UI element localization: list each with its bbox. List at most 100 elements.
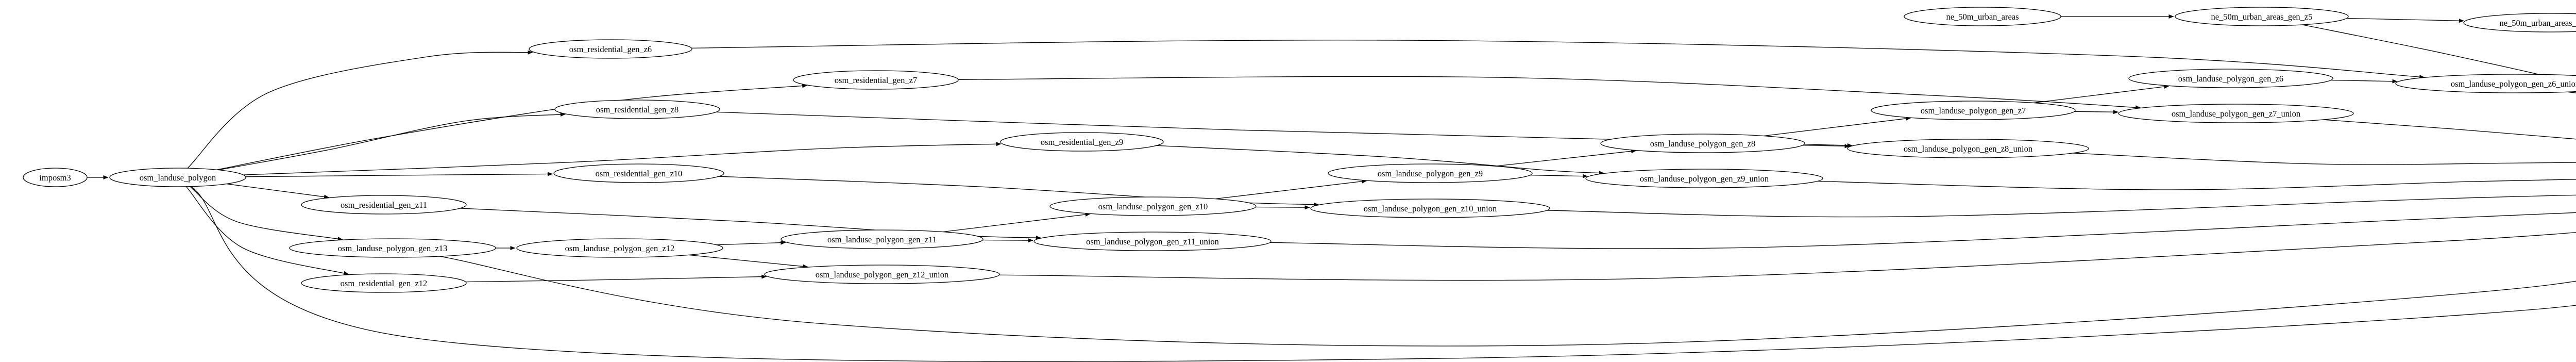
node-osm_landuse_polygon_gen_z9_union: osm_landuse_polygon_gen_z9_union bbox=[1585, 169, 1823, 188]
node-label: osm_landuse_polygon_gen_z8_union bbox=[1904, 144, 2032, 154]
edge-osm_landuse_polygon-to-osm_residential_gen_z10 bbox=[245, 172, 553, 177]
node-ellipse bbox=[554, 100, 720, 119]
edge-osm_landuse_polygon-to-osm_residential_gen_z6 bbox=[187, 50, 533, 169]
edge-osm_landuse_polygon_gen_z11-to-osm_landuse_polygon_gen_z10 bbox=[943, 212, 1091, 233]
edge-osm_landuse_polygon_gen_z10_union-to-layer_landuse-z10 bbox=[1547, 194, 2576, 218]
edge-osm_landuse_polygon_gen_z10-to-osm_landuse_polygon_gen_z9 bbox=[1215, 179, 1367, 200]
node-ne_50m_urban_areas: ne_50m_urban_areas bbox=[1904, 7, 2061, 26]
edge-osm_residential_gen_z10-to-osm_landuse_polygon_gen_z10_union bbox=[719, 176, 1319, 207]
node-label: osm_residential_gen_z7 bbox=[835, 75, 917, 85]
node-label: osm_landuse_polygon_gen_z10 bbox=[1098, 202, 1208, 211]
edge-osm_landuse_polygon-to-layer_landuse-z14+ bbox=[191, 186, 2576, 362]
node-label: osm_landuse_polygon_gen_z13 bbox=[338, 243, 448, 253]
node-label: osm_landuse_polygon_gen_z12_union bbox=[816, 270, 948, 279]
node-osm_residential_gen_z12: osm_residential_gen_z12 bbox=[301, 273, 467, 293]
node-ellipse bbox=[1049, 196, 1257, 216]
node-imposm3: imposm3 bbox=[23, 168, 88, 187]
edge-osm_residential_gen_z6-to-osm_landuse_polygon_gen_z6_union bbox=[691, 40, 2425, 79]
edge-ne_50m_urban_areas_gen_z5-to-ne_50m_urban_areas_gen_z4 bbox=[2346, 18, 2464, 23]
edge-osm_landuse_polygon_gen_z12_union-to-layer_landuse-z12 bbox=[999, 232, 2576, 281]
edge-osm_landuse_polygon_gen_z6-to-osm_landuse_polygon_gen_z6_union bbox=[2331, 79, 2398, 84]
edge-osm_landuse_polygon_gen_z9-to-osm_landuse_polygon_gen_z9_union bbox=[1530, 174, 1588, 178]
node-ellipse bbox=[1000, 132, 1164, 152]
node-ellipse bbox=[2128, 69, 2333, 88]
edge-osm_residential_gen_z7-to-osm_landuse_polygon_gen_z7_union bbox=[958, 76, 2141, 110]
edge-osm_landuse_polygon_gen_z7_union-to-layer_landuse-z7 bbox=[2323, 119, 2576, 140]
node-label: osm_landuse_polygon_gen_z6_union bbox=[2451, 79, 2576, 89]
node-osm_landuse_polygon_gen_z8: osm_landuse_polygon_gen_z8 bbox=[1600, 134, 1805, 153]
node-label: osm_residential_gen_z8 bbox=[596, 105, 679, 114]
node-osm_residential_gen_z8: osm_residential_gen_z8 bbox=[554, 100, 720, 119]
node-ellipse bbox=[1847, 139, 2089, 158]
node-osm_landuse_polygon_gen_z11: osm_landuse_polygon_gen_z11 bbox=[781, 229, 984, 249]
node-osm_residential_gen_z11: osm_residential_gen_z11 bbox=[301, 195, 467, 215]
node-label: ne_50m_urban_areas_gen_z4 bbox=[2499, 18, 2576, 28]
edge-osm_landuse_polygon-to-osm_residential_gen_z8 bbox=[218, 112, 566, 171]
node-osm_residential_gen_z10: osm_residential_gen_z10 bbox=[553, 163, 724, 183]
edge-osm_landuse_polygon_gen_z7-to-osm_landuse_polygon_gen_z6 bbox=[2033, 85, 2170, 104]
edge-osm_residential_gen_z9-to-osm_landuse_polygon_gen_z9_union bbox=[1156, 145, 1604, 175]
node-label: osm_landuse_polygon bbox=[140, 173, 216, 183]
node-label: osm_landuse_polygon_gen_z9 bbox=[1378, 169, 1483, 178]
node-ellipse bbox=[553, 163, 724, 183]
edge-osm_landuse_polygon_gen_z9-to-osm_landuse_polygon_gen_z8 bbox=[1495, 149, 1637, 167]
edge-osm_landuse_polygon_gen_z7-to-osm_landuse_polygon_gen_z7_union bbox=[2074, 110, 2119, 114]
edge-osm_landuse_polygon-to-osm_residential_gen_z11 bbox=[226, 183, 329, 199]
node-label: osm_landuse_polygon_gen_z11_union bbox=[1086, 237, 1219, 246]
node-osm_landuse_polygon_gen_z7: osm_landuse_polygon_gen_z7 bbox=[1871, 101, 2076, 120]
node-ellipse bbox=[301, 273, 467, 293]
node-ellipse bbox=[1904, 7, 2061, 26]
node-osm_landuse_polygon_gen_z10: osm_landuse_polygon_gen_z10 bbox=[1049, 196, 1257, 216]
node-ellipse bbox=[1871, 101, 2076, 120]
node-osm_landuse_polygon_gen_z8_union: osm_landuse_polygon_gen_z8_union bbox=[1847, 139, 2089, 158]
node-osm_residential_gen_z6: osm_residential_gen_z6 bbox=[529, 39, 692, 59]
node-osm_landuse_polygon_gen_z12: osm_landuse_polygon_gen_z12 bbox=[516, 238, 723, 258]
node-label: ne_50m_urban_areas bbox=[1946, 12, 2019, 22]
node-label: osm_landuse_polygon_gen_z6 bbox=[2178, 74, 2283, 84]
node-ellipse bbox=[109, 168, 246, 187]
node-ellipse bbox=[1328, 163, 1533, 183]
node-label: osm_landuse_polygon_gen_z11 bbox=[827, 235, 937, 244]
node-label: osm_landuse_polygon_gen_z7 bbox=[1921, 106, 2026, 116]
node-ellipse bbox=[781, 229, 984, 249]
edge-osm_landuse_polygon-to-osm_residential_gen_z7 bbox=[216, 84, 808, 170]
node-osm_landuse_polygon_gen_z10_union: osm_landuse_polygon_gen_z10_union bbox=[1310, 199, 1550, 218]
node-osm_landuse_polygon_gen_z9: osm_landuse_polygon_gen_z9 bbox=[1328, 163, 1533, 183]
node-label: osm_residential_gen_z9 bbox=[1041, 137, 1123, 147]
node-ellipse bbox=[1033, 232, 1272, 251]
node-ellipse bbox=[529, 39, 692, 59]
node-ellipse bbox=[1600, 134, 1805, 153]
edge-osm_landuse_polygon_gen_z8-to-osm_landuse_polygon_gen_z8_union bbox=[1802, 144, 1850, 149]
node-label: osm_residential_gen_z10 bbox=[596, 169, 683, 178]
node-osm_landuse_polygon_gen_z6: osm_landuse_polygon_gen_z6 bbox=[2128, 69, 2333, 88]
edge-osm_landuse_polygon_gen_z8-to-osm_landuse_polygon_gen_z7 bbox=[1764, 116, 1911, 137]
node-ellipse bbox=[1585, 169, 1823, 188]
edge-osm_landuse_polygon_gen_z6_union-to-layer_landuse-z6 bbox=[2567, 91, 2576, 93]
node-ellipse bbox=[289, 238, 496, 258]
node-ellipse bbox=[2118, 104, 2354, 123]
node-label: osm_landuse_polygon_gen_z8 bbox=[1650, 139, 1755, 149]
node-osm_landuse_polygon_gen_z13: osm_landuse_polygon_gen_z13 bbox=[289, 238, 496, 258]
node-ellipse bbox=[23, 168, 88, 187]
edge-osm_landuse_polygon_gen_z11_union-to-layer_landuse-z11 bbox=[1270, 212, 2576, 249]
edge-osm_landuse_polygon-to-osm_landuse_polygon_gen_z13 bbox=[190, 186, 343, 241]
node-label: osm_residential_gen_z11 bbox=[341, 200, 427, 210]
edge-osm_landuse_polygon_gen_z13-to-layer_landuse-z13 bbox=[439, 256, 2576, 347]
edge-osm_residential_gen_z12-to-osm_landuse_polygon_gen_z12_union bbox=[465, 274, 767, 283]
node-ellipse bbox=[2395, 74, 2576, 93]
edge-osm_residential_gen_z11-to-osm_landuse_polygon_gen_z11_union bbox=[460, 208, 1041, 240]
node-ellipse bbox=[301, 195, 467, 215]
node-ellipse bbox=[516, 238, 723, 258]
node-ne_50m_urban_areas_gen_z4: ne_50m_urban_areas_gen_z4 bbox=[2463, 13, 2576, 32]
node-osm_landuse_polygon_gen_z12_union: osm_landuse_polygon_gen_z12_union bbox=[764, 265, 1000, 284]
edge-osm_landuse_polygon_gen_z9_union-to-layer_landuse-z9 bbox=[1817, 178, 2576, 190]
edge-osm_landuse_polygon-to-osm_residential_gen_z9 bbox=[243, 142, 1002, 175]
node-osm_landuse_polygon_gen_z7_union: osm_landuse_polygon_gen_z7_union bbox=[2118, 104, 2354, 123]
edge-osm_landuse_polygon_gen_z12-to-osm_landuse_polygon_gen_z12_union bbox=[688, 254, 808, 269]
node-osm_landuse_polygon_gen_z6_union: osm_landuse_polygon_gen_z6_union bbox=[2395, 74, 2576, 93]
edge-osm_landuse_polygon_gen_z12-to-osm_landuse_polygon_gen_z11 bbox=[716, 240, 786, 245]
node-label: osm_landuse_polygon_gen_z10_union bbox=[1364, 204, 1497, 213]
node-osm_landuse_polygon: osm_landuse_polygon bbox=[109, 168, 246, 187]
